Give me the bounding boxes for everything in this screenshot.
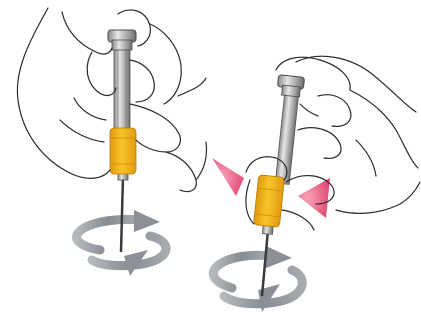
clockwise-rotation-arrow-icon [213, 246, 302, 312]
left-panel [17, 8, 206, 276]
right-panel [212, 56, 420, 312]
